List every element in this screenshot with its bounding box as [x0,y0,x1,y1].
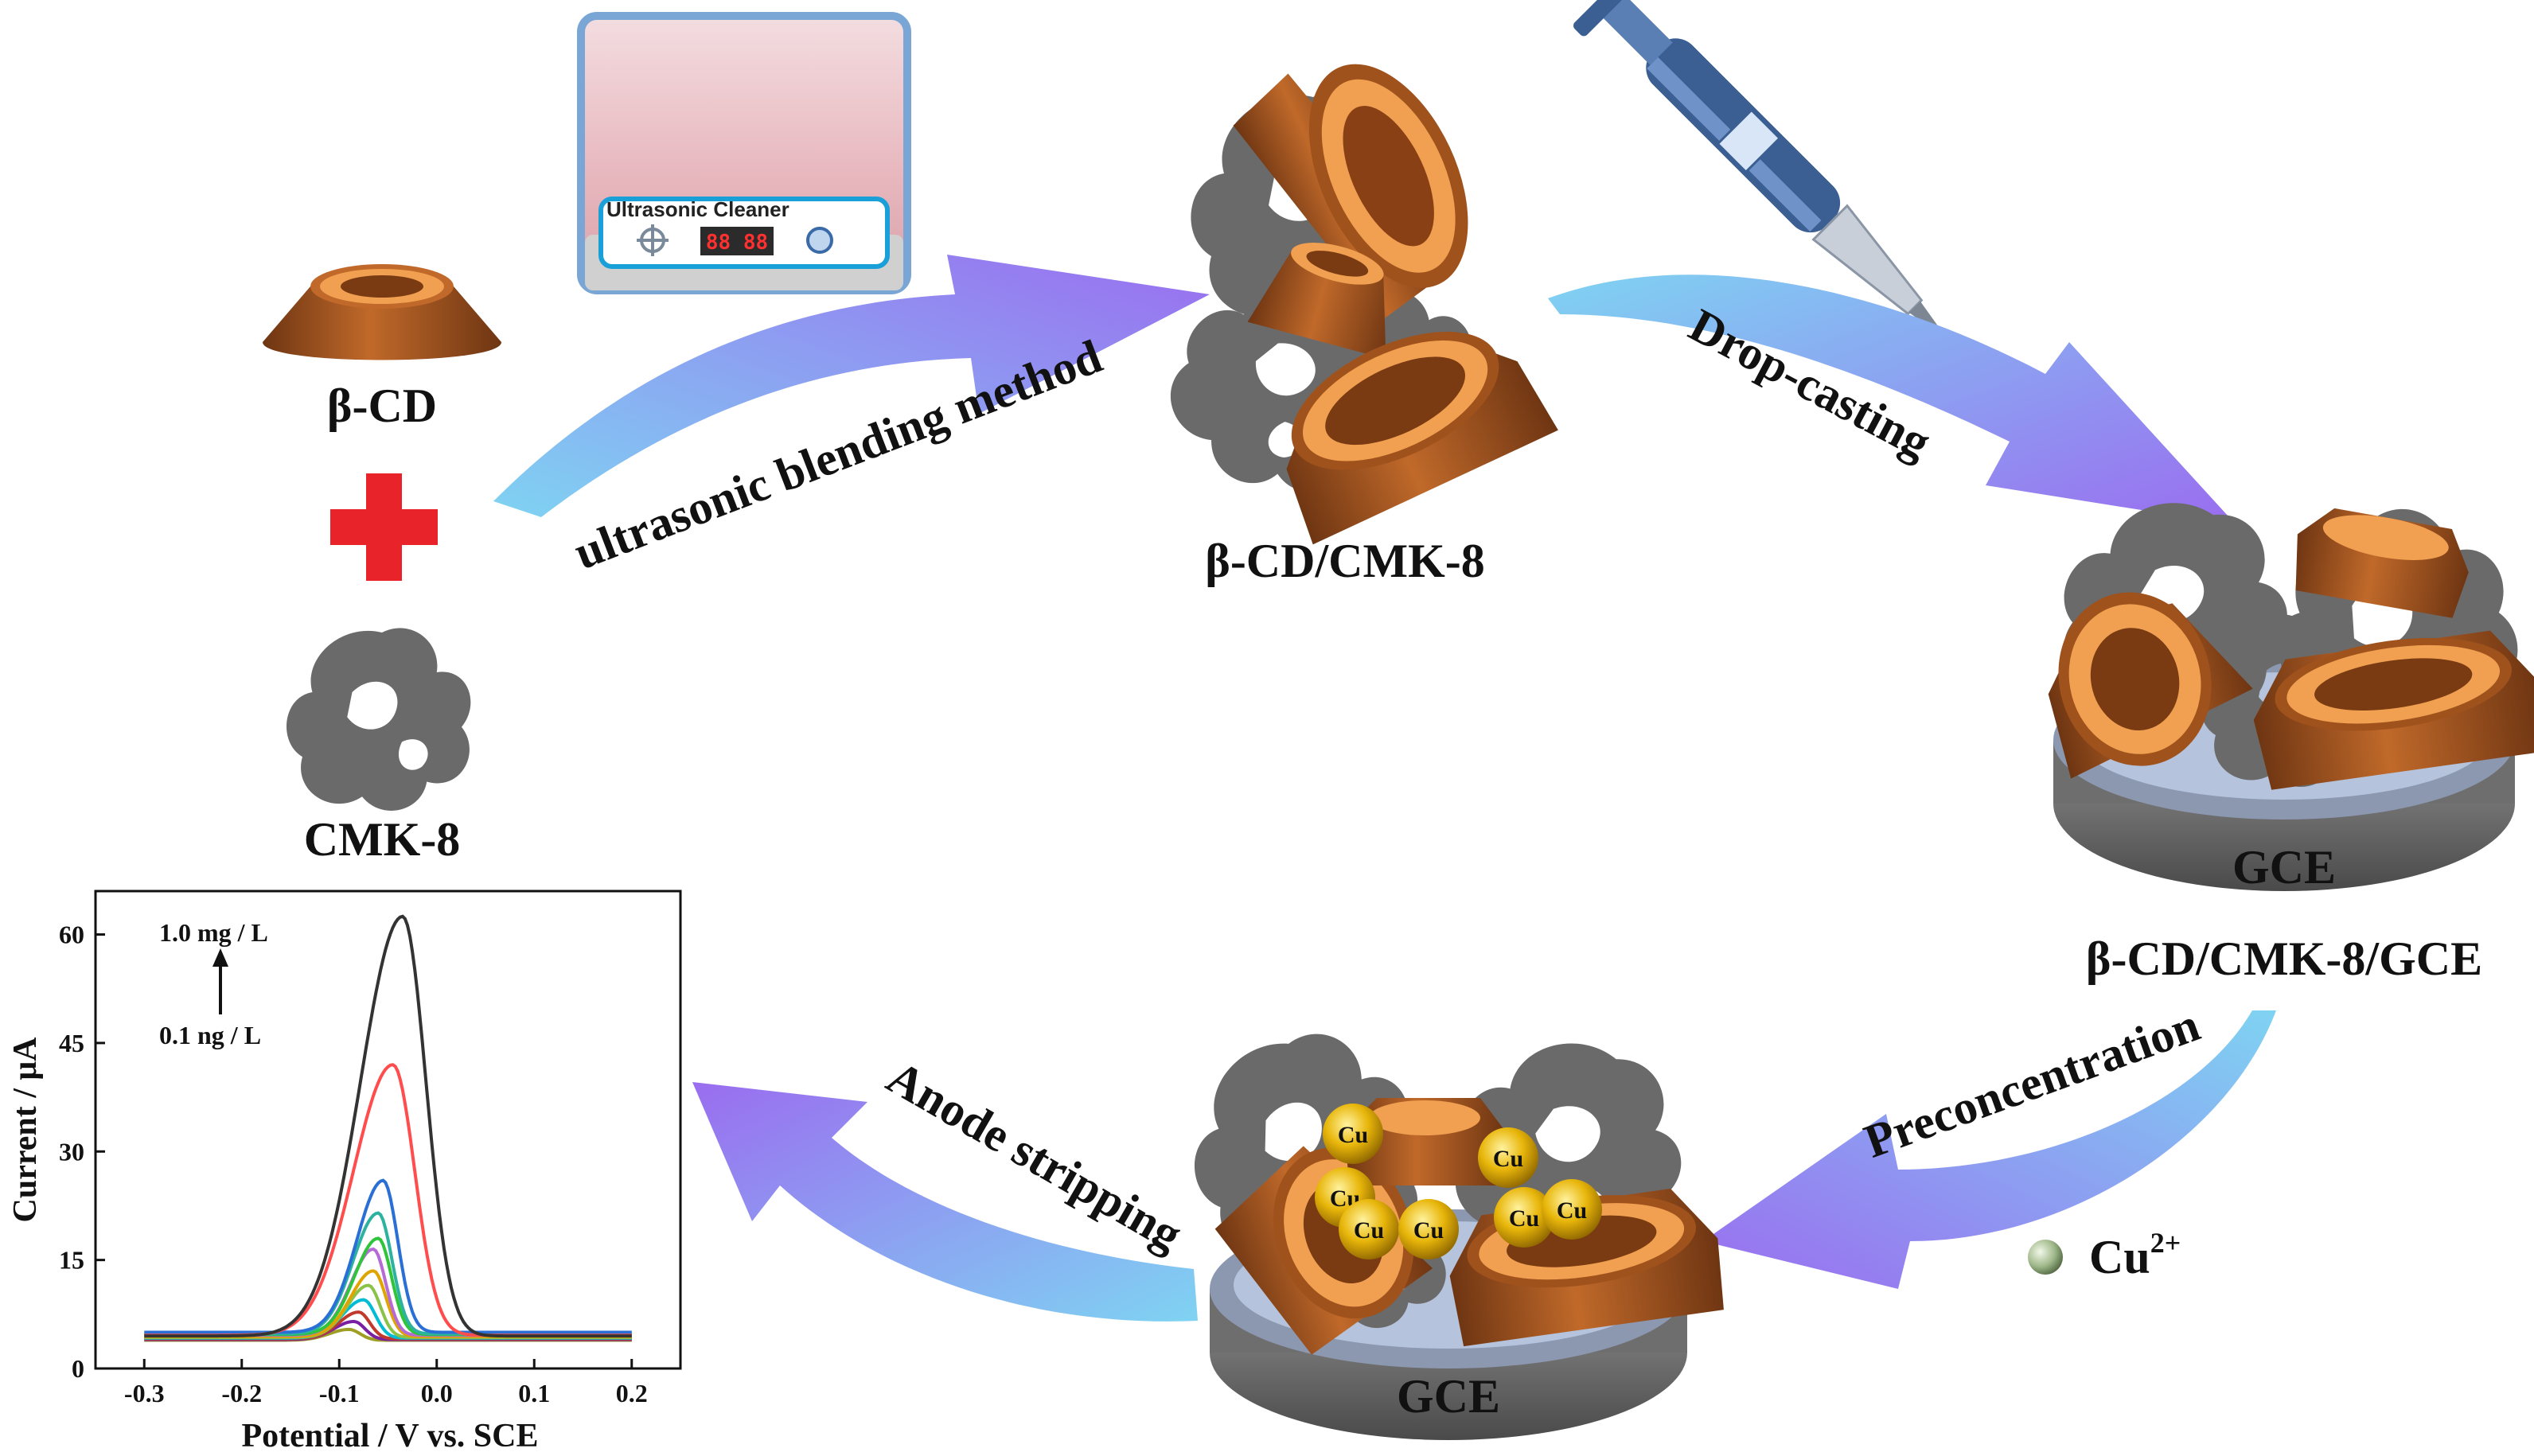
x-tick-label: -0.2 [221,1379,262,1407]
cmk8-icon [286,628,471,811]
composite-label: β-CD/CMK-8 [1205,535,1485,587]
beta-cd-label: β-CD [327,380,437,432]
cu-particle: Cu [1542,1179,1602,1240]
cu-ion-label: Cu2+ [2089,1227,2181,1283]
y-tick-label: 0 [72,1354,84,1383]
arrow-drop-casting [1548,274,2236,525]
y-tick-label: 15 [59,1246,84,1275]
svg-text:Cu: Cu [1557,1197,1587,1224]
y-tick-label: 60 [59,921,84,949]
gce-top-label: GCE [2232,841,2336,893]
modified-electrode-label: β-CD/CMK-8/GCE [2086,932,2482,985]
cu-particle: Cu [1478,1127,1538,1188]
svg-text:Cu: Cu [1509,1205,1539,1232]
y-tick-label: 45 [59,1029,84,1057]
svg-text:Cu: Cu [1354,1217,1384,1244]
svg-text:Cu: Cu [1338,1122,1368,1148]
arrow-ultrasonic [493,255,1210,517]
plus-icon [330,473,438,581]
cu-loaded-electrode-icon: Cu Cu Cu Cu Cu Cu Cu [1175,1006,1724,1440]
concentration-arrow-icon [212,948,228,1014]
x-tick-label: 0.0 [421,1379,453,1407]
power-icon [806,227,833,254]
ultrasonic-cleaner-icon: Ultrasonic Cleaner 88 88 [577,12,911,294]
stripping-voltammetry-chart: -0.3 -0.2 -0.1 0.0 0.1 0.2 0 15 30 45 60 1.0 mg / … [7,890,682,1454]
x-tick-label: -0.3 [124,1379,165,1407]
gear-icon [637,224,669,256]
pipette-icon [1573,0,1967,359]
series-line [144,1178,632,1334]
cu-particle: Cu [1339,1199,1399,1259]
y-axis-title: Current / μA [7,1037,44,1223]
series-line [144,914,632,1338]
modified-electrode-icon [2032,470,2534,891]
arrow-anode-stripping [692,1082,1198,1322]
beta-cd-icon [263,264,501,360]
cu-particle: Cu [1398,1199,1459,1259]
y-tick-label: 30 [59,1137,84,1166]
device-display: 88 88 [706,231,768,255]
x-axis-title: Potential / V vs. SCE [242,1418,539,1454]
cu-particle: Cu [1494,1187,1554,1248]
svg-text:Cu: Cu [1413,1217,1444,1244]
svg-text:Cu: Cu [1493,1146,1523,1172]
annotation-top: 1.0 mg / L [159,918,268,947]
x-tick-label: 0.1 [518,1379,550,1407]
composite-icon [1136,64,1558,545]
annotation-bottom: 0.1 ng / L [159,1021,261,1049]
x-tick-label: -0.1 [319,1379,360,1407]
x-tick-label: 0.2 [616,1379,648,1407]
cu-particle: Cu [1323,1104,1383,1164]
arrow-preconcentration [1703,1010,2276,1289]
device-name: Ultrasonic Cleaner [606,197,789,221]
gce-bottom-label: GCE [1397,1370,1500,1423]
cmk8-label: CMK-8 [304,813,461,866]
cu-ion-sphere-icon [2028,1240,2063,1275]
